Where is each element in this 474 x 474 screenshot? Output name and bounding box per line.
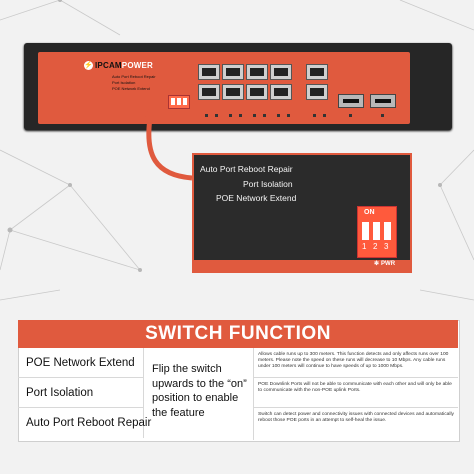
callout-labels: Auto Port Reboot Repair Port Isolation P… [200,162,296,206]
description-column: Allows cable runs up to 300 meters. This… [254,348,458,440]
feature-poe-extend: POE Network Extend [18,348,144,378]
device-label-reboot: Auto Port Reboot Repair [112,74,156,79]
dip-number-1: 1 [362,242,367,251]
dip-number-3: 3 [384,242,389,251]
brand-logo: ⚡IPCAMPOWER [84,61,154,71]
dip-switch-small [168,95,190,109]
brand-mid: CAM [102,61,122,70]
callout-label-extend: POE Network Extend [216,193,297,203]
feature-column: POE Network Extend Port Isolation Auto P… [18,348,151,440]
dip-toggle-2 [373,222,380,240]
brand-prefix: IP [95,61,103,70]
device-label-extend: POE Network Extend [112,86,150,91]
pwr-label: PWR [374,260,395,267]
feature-auto-reboot: Auto Port Reboot Repair [18,408,151,438]
callout-faceplate-stripe [192,260,412,273]
bolt-icon: ⚡ [84,61,93,71]
dip-on-label: ON [364,209,375,216]
dip-number-2: 2 [373,242,378,251]
instruction-text: Flip the switch upwards to the “on” posi… [144,348,254,440]
brand-suffix: POWER [121,61,154,70]
description-poe-extend: Allows cable runs up to 300 meters. This… [254,348,458,378]
dip-toggle-3 [384,222,391,240]
description-auto-reboot: Switch can detect power and connectivity… [258,412,455,423]
device-label-isolation: Port Isolation [112,80,136,85]
device-switch-labels: Auto Port Reboot Repair Port Isolation P… [112,74,156,92]
callout-label-reboot: Auto Port Reboot Repair [200,164,293,174]
dip-toggle-1 [362,222,369,240]
table-title: SWITCH FUNCTION [18,320,458,348]
feature-port-isolation: Port Isolation [18,378,144,408]
callout-label-isolation: Port Isolation [243,178,293,189]
description-port-isolation: POE Downlink Ports will not be able to c… [254,378,458,408]
